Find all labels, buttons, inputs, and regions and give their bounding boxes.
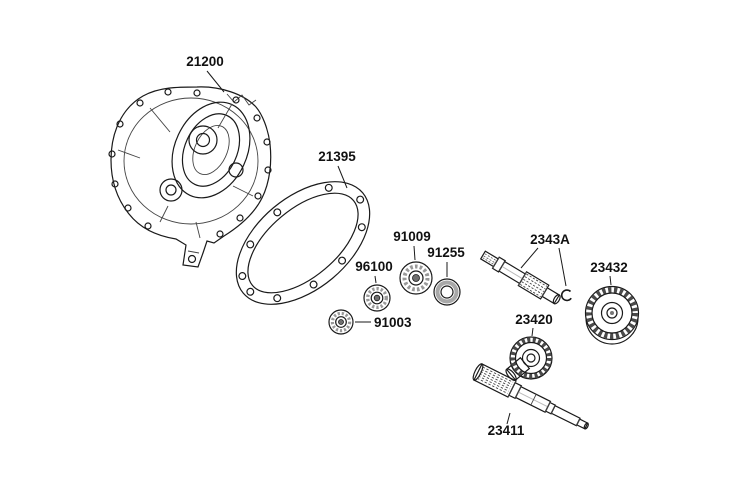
leader-line-23411 (506, 412, 511, 425)
leader-line-21200 (206, 70, 225, 93)
shaft-23411 (472, 363, 589, 430)
part-label-91009: 91009 (393, 229, 431, 244)
leader-line-2343a-shaft (520, 247, 539, 269)
circlip (560, 289, 572, 302)
leader-line-21395 (337, 165, 348, 189)
part-labels: 21200 21395 91009 91255 96100 91003 2343… (186, 54, 628, 438)
case-bolt-holes (108, 88, 272, 238)
part-label-96100: 96100 (355, 259, 393, 274)
shaft-2343a (479, 250, 561, 305)
part-label-23420: 23420 (515, 312, 553, 327)
part-label-91003: 91003 (374, 315, 412, 330)
leader-line-23420 (531, 327, 534, 337)
part-label-91255: 91255 (427, 245, 465, 260)
part-label-2343a: 2343A (530, 232, 570, 247)
leader-line-2343a-circlip (558, 247, 567, 287)
ball-bearing-91009 (399, 261, 433, 295)
gasket-bolt-holes (238, 183, 366, 303)
part-label-23432: 23432 (590, 260, 628, 275)
part-label-21395: 21395 (318, 149, 356, 164)
leader-line-96100 (374, 275, 377, 284)
ball-bearing-91003 (328, 309, 354, 335)
gear-23420 (505, 336, 553, 382)
leader-line-23432 (609, 275, 612, 286)
part-label-23411: 23411 (488, 423, 525, 438)
leader-lines (206, 70, 612, 425)
gear-23432 (584, 285, 640, 345)
ball-bearing-96100 (363, 284, 391, 312)
leader-line-91009 (413, 245, 416, 261)
case-cover (108, 86, 272, 268)
gasket (235, 181, 371, 305)
oil-seal-91255 (433, 278, 461, 306)
part-label-21200: 21200 (186, 54, 224, 69)
